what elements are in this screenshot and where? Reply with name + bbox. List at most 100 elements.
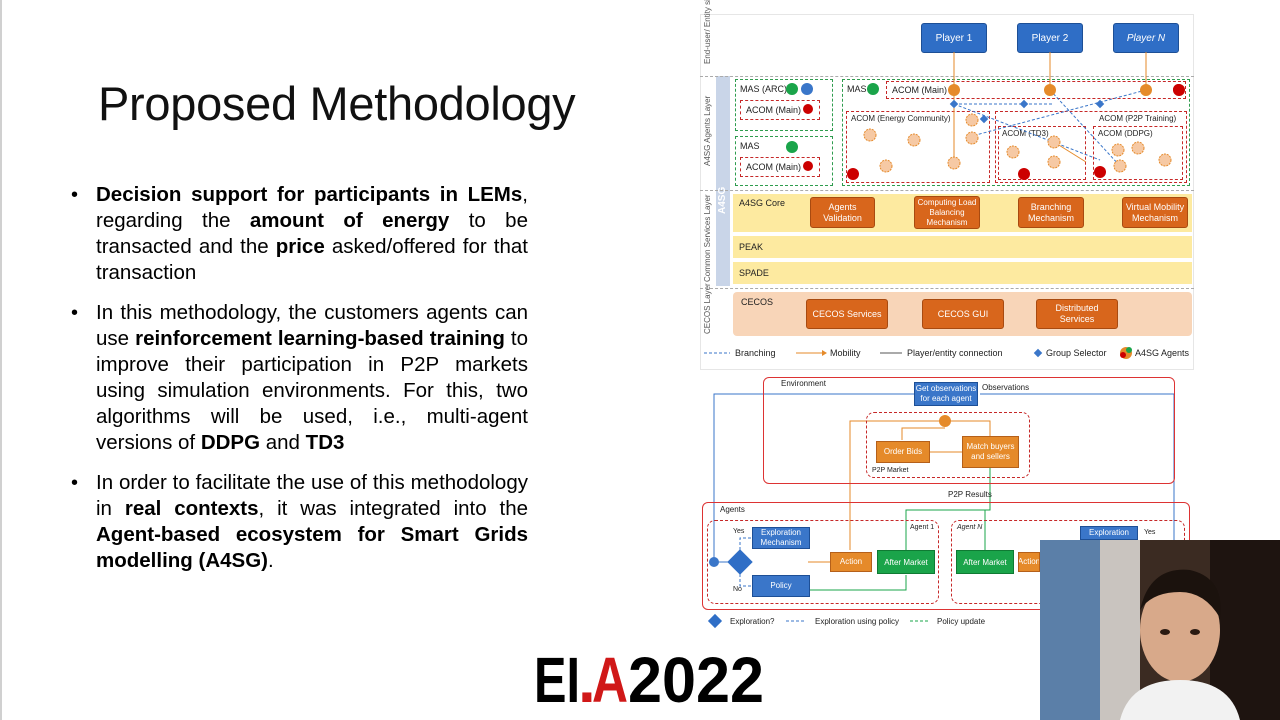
agent-red-icon (803, 104, 813, 114)
agents-validation-button: Agents Validation (810, 197, 875, 228)
player-1-box: Player 1 (921, 23, 987, 53)
yes-label: Yes (733, 528, 745, 535)
get-observations-box: Get observations for each agent (914, 382, 978, 406)
bullet-text: In this methodology, the customers agent… (96, 301, 528, 350)
mas-large-label: MAS (847, 84, 867, 94)
acom-main-wide-box (886, 81, 1186, 99)
a4sg-bar (716, 76, 730, 286)
bullet-text: and (260, 431, 306, 454)
bullet-item: • In this methodology, the customers agen… (70, 300, 528, 456)
bullet-bold-text: real contexts (124, 497, 259, 520)
architecture-frame (700, 14, 1194, 370)
agent-red-icon (803, 161, 813, 171)
match-box: Match buyers and sellers (962, 436, 1019, 468)
spade-band (733, 262, 1192, 284)
load-balancing-button: Computing Load Balancing Mechanism (914, 196, 980, 229)
cecos-services-button: CECOS Services (806, 299, 888, 329)
no-label: No (733, 586, 742, 593)
svg-text:2022: 2022 (628, 646, 764, 710)
cecos-gui-button: CECOS GUI (922, 299, 1004, 329)
acom-main-label: ACOM (Main) (892, 85, 948, 95)
bullet-text: asked/offered for that transaction (96, 235, 528, 284)
bullet-text: In order to facilitate the use of this m… (96, 471, 528, 520)
bullet-text: to be transacted and the (96, 209, 528, 258)
bullet-item: • In order to facilitate the use of this … (70, 470, 528, 574)
p2p-market-label: P2P Market (872, 467, 909, 474)
after-market-n-box: After Market (956, 550, 1014, 574)
bullet-dot: • (71, 302, 79, 324)
agents-label: Agents (720, 505, 745, 514)
peak-label: PEAK (739, 242, 764, 252)
bullet-dot: • (71, 472, 79, 494)
eia-2022-logo: EI . A 2022 (534, 646, 764, 710)
spade-label: SPADE (739, 268, 769, 278)
bullet-text: to improve their participation in P2P ma… (96, 327, 528, 454)
exploration-mechanism-box: Exploration Mechanism (752, 527, 810, 549)
acom-main-box (740, 100, 820, 120)
exploration-n-box: Exploration (1080, 526, 1138, 540)
agent-green-icon (867, 83, 879, 95)
after-market-box: After Market (877, 550, 935, 574)
bullet-bold-text: reinforcement learning-based training (135, 327, 505, 350)
bullet-item: •Decision support for participants in LE… (70, 182, 528, 286)
agent-n-label: Agent N (957, 524, 983, 531)
action-n-box: Action (1018, 552, 1040, 572)
slide-edge (0, 0, 2, 720)
legend-mobility: Mobility (830, 348, 861, 358)
p2p-market-box (866, 412, 1030, 478)
environment-box (763, 377, 1175, 484)
acom-main-box (740, 157, 820, 177)
mas-arc-box (735, 79, 833, 131)
legend-exploration-q: Exploration? (730, 617, 775, 626)
observations-label: Observations (982, 383, 1030, 392)
acom-main-label: ACOM (Main) (746, 105, 802, 115)
cecos-label: CECOS (741, 297, 774, 307)
acom-energy-box (846, 111, 990, 183)
bullet-bold-text: DDPG (200, 431, 261, 454)
bullet-bold-text: price (275, 235, 325, 258)
legend-player-connection: Player/entity connection (907, 348, 1003, 358)
agent-green-icon (786, 83, 798, 95)
acom-ddpg-label: ACOM (DDPG) (1098, 129, 1153, 138)
layer-separator (700, 190, 1194, 191)
a4sg-core-label: A4SG Core (739, 198, 786, 208)
presenter-image (1040, 540, 1280, 720)
legend-exploration-policy: Exploration using policy (815, 617, 900, 626)
branching-mechanism-button: Branching Mechanism (1018, 197, 1084, 228)
legend-branching: Branching (735, 348, 776, 358)
environment-label: Environment (781, 379, 826, 388)
webcam-video (1040, 540, 1280, 720)
player-2-box: Player 2 (1017, 23, 1083, 53)
peak-band (733, 236, 1192, 258)
svg-text:EI: EI (534, 646, 580, 710)
acom-p2p-label: ACOM (P2P Training) (1099, 114, 1177, 123)
bullet-dot: • (71, 184, 79, 206)
layer-separator (700, 76, 1194, 77)
yes-n-label: Yes (1144, 529, 1156, 536)
acom-td3-label: ACOM (TD3) (1002, 129, 1049, 138)
slide-title: Proposed Methodology (98, 77, 576, 130)
acom-main-label: ACOM (Main) (746, 162, 802, 172)
training-legend-svg (707, 613, 930, 629)
legend-policy-update: Policy update (937, 617, 986, 626)
legend-group-selector: Group Selector (1046, 348, 1107, 358)
acom-td3-box (998, 126, 1086, 180)
bullet-bold-text: Agent-based ecosystem for Smart Grids mo… (96, 523, 528, 572)
bullet-list: •Decision support for participants in LE… (70, 182, 528, 588)
bullet-bold-text: amount of energy (249, 209, 450, 232)
acom-energy-label: ACOM (Energy Community) (851, 114, 951, 123)
agent-green-icon (786, 141, 798, 153)
bullet-text: . (267, 549, 274, 572)
virtual-mobility-button: Virtual Mobility Mechanism (1122, 197, 1188, 228)
bullet-text: , it was integrated into the (258, 497, 529, 520)
acom-p2p-box (995, 111, 1187, 183)
order-bids-box: Order Bids (876, 441, 930, 463)
agent-1-box (707, 520, 939, 604)
distributed-services-button: Distributed Services (1036, 299, 1118, 329)
agent-blue-icon (801, 83, 813, 95)
